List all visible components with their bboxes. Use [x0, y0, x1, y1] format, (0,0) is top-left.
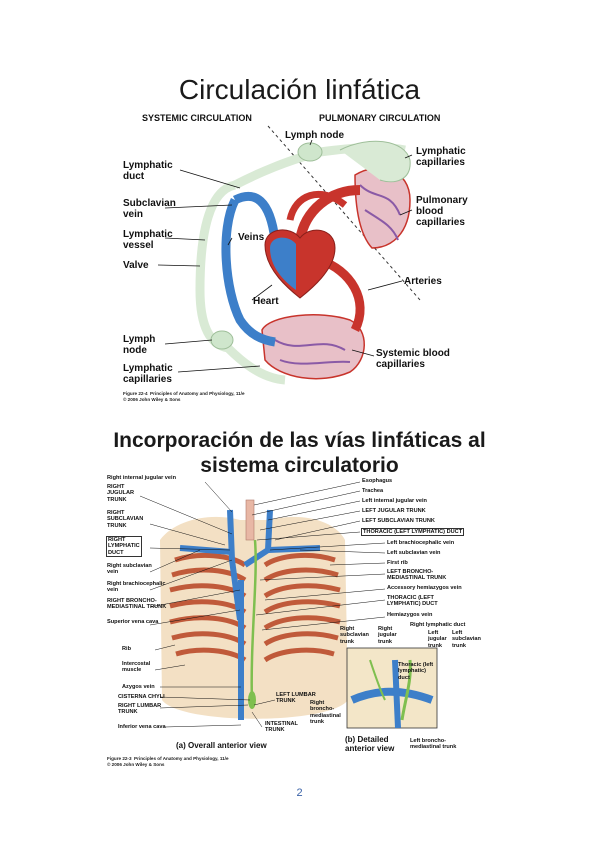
label-superior-vena-cava: Superior vena cava [107, 619, 159, 625]
label-right-lymphatic-duct: RIGHT LYMPHATIC DUCT [106, 536, 142, 558]
label-right-subclavian-vein: Right subclavian vein [107, 563, 152, 576]
label-right-lumbar-trunk: RIGHT LUMBAR TRUNK [118, 703, 162, 716]
systemic-vein [221, 197, 276, 347]
label-detail-thoracic-duct: Thoracic (left lymphatic) duct [398, 662, 434, 681]
ribs [169, 553, 341, 663]
label-first-rib: First rib [387, 560, 408, 566]
label-heart: Heart [253, 296, 279, 307]
label-rib: Rib [122, 646, 132, 652]
label-detail-right-jugular-trunk: Right jugular trunk [378, 626, 397, 645]
label-lymph-node-top: Lymph node [285, 130, 345, 141]
pointer-lines [139, 481, 386, 728]
label-systemic-blood-capillaries: Systemic blood capillaries [376, 348, 450, 370]
label-left-jugular-trunk: LEFT JUGULAR TRUNK [362, 508, 426, 514]
subtitle-overall-anterior-view: (a) Overall anterior view [176, 741, 267, 750]
label-detail-right-lymphatic-duct: Right lymphatic duct [410, 622, 466, 628]
lymph-node-top [297, 142, 323, 162]
label-detail-left-jugular-trunk: Left jugular trunk [428, 630, 447, 649]
thoracic-duct [250, 539, 257, 706]
label-hemiazygos-vein: Hemiazygos vein [387, 612, 433, 618]
label-right-brachiocephalic-vein: Right brachiocephalic vein [107, 581, 166, 594]
systemic-circulation-header: SYSTEMIC CIRCULATION [142, 113, 252, 123]
label-left-bronchomediastinal-trunk: LEFT BRONCHO- MEDIASTINAL TRUNK [387, 569, 447, 582]
label-right-subclavian-trunk: RIGHT SUBCLAVIAN TRUNK [107, 510, 144, 529]
label-veins: Veins [238, 232, 265, 243]
slide1-caption: Figure 22-4 Principles of Anatomy and Ph… [123, 391, 245, 402]
pulmonary-artery [295, 185, 361, 242]
label-left-subclavian-trunk: LEFT SUBCLAVIAN TRUNK [362, 518, 435, 524]
label-azygos-vein: Azygos vein [122, 684, 155, 690]
label-inferior-vena-cava: Inferior vena cava [118, 724, 166, 730]
label-accessory-hemiazygos-vein: Accessory hemiazygos vein [387, 585, 462, 591]
label-esophagus: Esophagus [362, 478, 393, 484]
cisterna-chyli [248, 691, 256, 709]
lymphatic-capillaries-top [339, 140, 411, 183]
slide2-title: Incorporación de las vías linfáticas al … [113, 429, 486, 477]
label-intercostal-muscle: Intercostal muscle [122, 661, 151, 674]
label-detail-left-bronchomediastinal: Left broncho- mediastinal trunk [410, 738, 457, 751]
label-lymphatic-vessel: Lymphatic vessel [123, 229, 173, 251]
label-left-lumbar-trunk: LEFT LUMBAR TRUNK [276, 692, 316, 705]
thoracic-veins [179, 509, 321, 720]
trachea [245, 499, 255, 541]
lymphatic-vessel-left [195, 180, 286, 385]
label-valve: Valve [123, 260, 149, 271]
divider-line [267, 125, 421, 301]
subtitle-detailed-anterior-view: (b) Detailed anterior view [345, 735, 395, 753]
label-detail-left-subclavian-trunk: Left subclavian trunk [452, 630, 481, 649]
label-pulmonary-blood-capillaries: Pulmonary blood capillaries [416, 195, 468, 228]
label-thoracic-left-lymphatic-duct: THORACIC (LEFT LYMPHATIC) DUCT [361, 528, 465, 537]
label-arteries: Arteries [404, 276, 442, 287]
slide2-caption: Figure 22-3 Principles of Anatomy and Ph… [107, 756, 229, 767]
label-detail-right-subclavian-trunk: Right subclavian trunk [340, 626, 369, 645]
label-right-jugular-trunk: RIGHT JUGULAR TRUNK [107, 484, 135, 503]
label-right-bronchomediastinal-trunk: RIGHT BRONCHO- MEDIASTINAL TRUNK [107, 598, 167, 611]
label-thoracic-duct-2: THORACIC (LEFT LYMPHATIC) DUCT [387, 595, 438, 608]
label-cisterna-chyli: CISTERNA CHYLI [118, 694, 165, 700]
label-left-brachiocephalic-vein: Left brachiocephalic vein [387, 540, 455, 546]
label-left-subclavian-vein: Left subclavian vein [387, 550, 441, 556]
label-lymphatic-capillaries-bottom: Lymphatic capillaries [123, 363, 173, 385]
page-number: 2 [296, 787, 303, 799]
label-lymphatic-capillaries-top: Lymphatic capillaries [416, 146, 466, 168]
pulmonary-circulation-header: PULMONARY CIRCULATION [319, 113, 441, 123]
slide1-title: Circulación linfática [178, 74, 421, 105]
label-subclavian-vein: Subclavian vein [123, 198, 176, 220]
label-lymph-node-bottom: Lymph node [123, 334, 156, 356]
label-right-internal-jugular-vein: Right internal jugular vein [107, 475, 176, 481]
label-lymphatic-duct: Lymphatic duct [123, 160, 173, 182]
label-detail-right-bronchomediastinal: Right broncho- mediastinal trunk [310, 700, 341, 726]
label-intestinal-trunk: INTESTINAL TRUNK [265, 721, 298, 734]
label-trachea: Trachea [362, 488, 384, 494]
label-left-internal-jugular-vein: Left internal jugular vein [362, 498, 427, 504]
